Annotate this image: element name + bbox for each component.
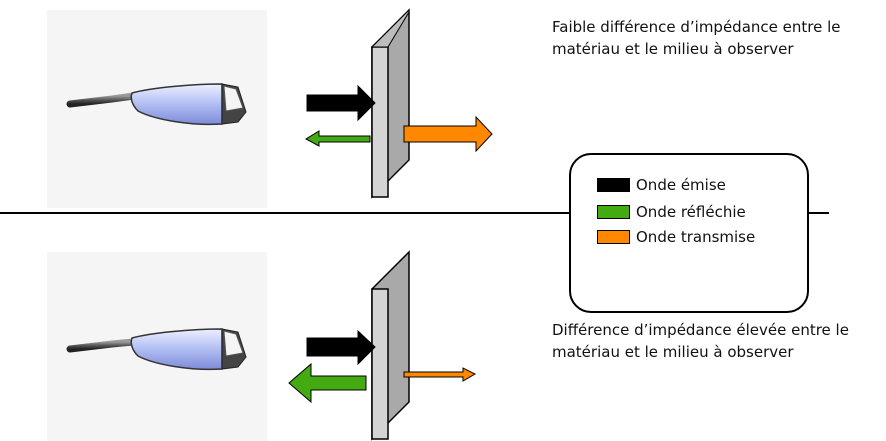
probe-body	[130, 328, 223, 371]
arrow-reflected-top	[304, 130, 371, 147]
probe-bottom	[66, 328, 247, 371]
legend-swatch-transmitted	[597, 230, 630, 244]
probe-cable	[66, 92, 138, 108]
probe-cable	[66, 338, 138, 353]
legend-item-transmitted: Onde transmise	[597, 227, 755, 247]
plate-bottom	[371, 250, 410, 441]
plate-face	[371, 288, 389, 440]
legend-item-reflected: Onde réfléchie	[597, 202, 746, 222]
legend-item-emitted: Onde émise	[597, 175, 726, 195]
legend: Onde émise Onde réfléchie Onde transmise	[569, 153, 809, 313]
legend-swatch-emitted	[597, 178, 630, 192]
arrow-emitted-top	[306, 84, 376, 122]
plate-face	[371, 46, 389, 198]
legend-label-reflected: Onde réfléchie	[636, 203, 746, 221]
probe-tip-face	[223, 330, 244, 357]
caption-low-impedance: Faible différence d’impédance entre le m…	[552, 18, 841, 58]
arrow-transmitted-top	[403, 115, 493, 153]
legend-swatch-reflected	[597, 205, 630, 219]
probe-body	[130, 83, 223, 126]
arrow-reflected-bottom	[288, 362, 367, 404]
probe-top	[66, 83, 247, 126]
legend-label-transmitted: Onde transmise	[636, 228, 756, 246]
plate-top-edge	[370, 8, 410, 48]
plate-top	[370, 8, 410, 199]
legend-label-emitted: Onde émise	[636, 176, 726, 194]
arrow-transmitted-bottom	[403, 367, 477, 382]
probe-tip-face	[223, 85, 244, 112]
arrow-emitted-bottom	[306, 329, 376, 366]
caption-high-impedance: Différence d’impédance élevée entre le m…	[552, 321, 849, 361]
